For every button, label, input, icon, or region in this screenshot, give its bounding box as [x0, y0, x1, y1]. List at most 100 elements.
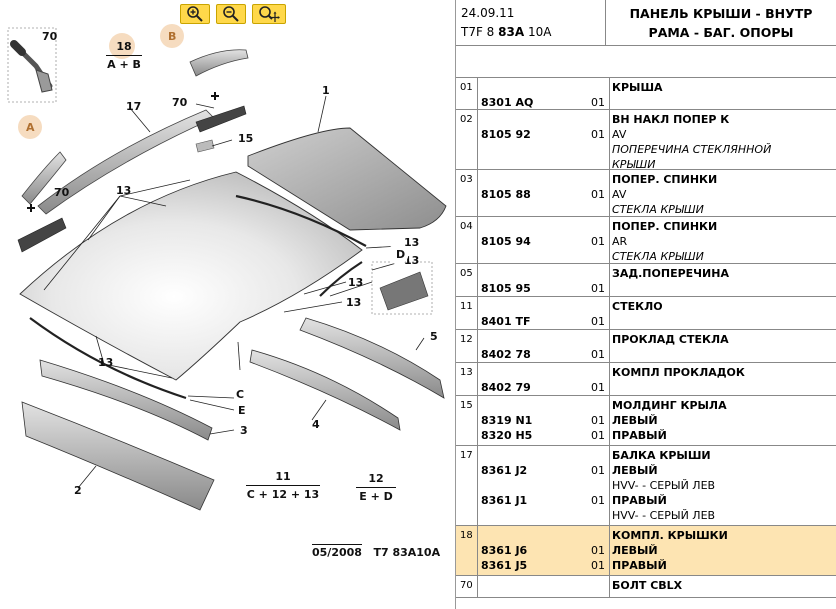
gasket-block-d: [371, 261, 433, 315]
part-reference[interactable]: 8105 92: [481, 128, 531, 141]
part-quantity: 01: [591, 96, 605, 109]
row-index: 05: [456, 264, 478, 296]
part-reference[interactable]: 8361 J1: [481, 494, 528, 507]
part-quantity: 01: [591, 414, 605, 427]
callout-3: 3: [240, 424, 248, 437]
description-line: СТЕКЛА КРЫШИ: [612, 203, 704, 216]
bolt-70-image: [7, 27, 57, 103]
stamp-code: T7 83A10A: [373, 546, 441, 559]
callout-70b: 70: [172, 96, 188, 109]
stamp-date: 05/2008: [312, 544, 362, 559]
row-index: 70: [456, 576, 478, 597]
row-index: 15: [456, 396, 478, 445]
part-quantity: 01: [591, 235, 605, 248]
callout-70a: 70: [42, 30, 58, 43]
row-description: ПРОКЛАД СТЕКЛА: [612, 330, 832, 347]
callout-e: E: [238, 404, 246, 417]
part-reference[interactable]: 8402 78: [481, 348, 531, 361]
zoom-out-button[interactable]: [216, 4, 246, 24]
description-line: ПРАВЫЙ: [612, 429, 667, 442]
part-reference[interactable]: 8320 H5: [481, 429, 533, 442]
crossmember-3: [39, 359, 213, 441]
description-line: ЛЕВЫЙ: [612, 544, 658, 557]
part-quantity: 01: [591, 544, 605, 557]
callout-17: 17: [126, 100, 141, 113]
cover-a: [21, 151, 67, 205]
row-index: 04: [456, 217, 478, 263]
diagram-stamp: 05/2008 T7 83A10A: [312, 544, 441, 559]
row-description: СТЕКЛО: [612, 297, 832, 314]
callout-1: 1: [322, 84, 330, 97]
row-index: 02: [456, 110, 478, 169]
description-line: ВН НАКЛ ПОПЕР К: [612, 113, 730, 126]
zoom-out-icon: [223, 6, 239, 22]
row-refs: 8401 TF: [478, 297, 610, 329]
part-reference[interactable]: 8361 J6: [481, 544, 528, 557]
crossmember-5: [299, 317, 445, 399]
part-reference[interactable]: 8361 J5: [481, 559, 528, 572]
header-meta: 24.09.11 T7F 8 83A 10A: [456, 0, 606, 46]
combo-11: 11 C + 12 + 13: [246, 470, 320, 501]
description-line: ЛЕВЫЙ: [612, 414, 658, 427]
zoom-in-button[interactable]: [180, 4, 210, 24]
row-refs: [478, 576, 610, 597]
description-line: КОМПЛ. КРЫШКИ: [612, 529, 728, 542]
part-reference[interactable]: 8105 94: [481, 235, 531, 248]
part-reference[interactable]: 8319 N1: [481, 414, 533, 427]
row-refs: 8105 92: [478, 110, 610, 169]
description-line: СТЕКЛА КРЫШИ: [612, 250, 704, 263]
description-line: AR: [612, 235, 628, 248]
header-date: 24.09.11: [461, 6, 515, 20]
combo-18: 18 A + B: [106, 40, 142, 71]
callout-13f: 13: [98, 356, 113, 369]
parts-header: 24.09.11 T7F 8 83A 10A ПАНЕЛЬ КРЫШИ - ВН…: [456, 0, 836, 46]
header-title: ПАНЕЛЬ КРЫШИ - ВНУТР РАМА - БАГ. ОПОРЫ: [629, 6, 813, 40]
part-reference[interactable]: 8402 79: [481, 381, 531, 394]
row-index: 17: [456, 446, 478, 525]
header-code: T7F 8 83A 10A: [461, 25, 552, 39]
part-reference[interactable]: 8361 J2: [481, 464, 528, 477]
part-quantity: 01: [591, 128, 605, 141]
row-refs: 8301 AQ: [478, 78, 610, 109]
callout-5: 5: [430, 330, 438, 343]
roof-exploded-drawing: 1 2 3 4 5 13 13 13 13 13 13 15 17 70 70 …: [7, 24, 447, 511]
part-reference[interactable]: 8105 88: [481, 188, 531, 201]
description-line: AV: [612, 188, 627, 201]
row-description: КРЫША: [612, 78, 832, 95]
header-spacer: [456, 46, 836, 78]
part-reference[interactable]: 8401 TF: [481, 315, 531, 328]
callout-70c: 70: [54, 186, 70, 199]
row-refs: 8105 95: [478, 264, 610, 296]
roof-panel-1: [247, 127, 447, 231]
zoom-pan-button[interactable]: [252, 4, 286, 24]
part-quantity: 01: [591, 464, 605, 477]
exploded-diagram-panel: 1 2 3 4 5 13 13 13 13 13 13 15 17 70 70 …: [7, 0, 456, 609]
part-quantity: 01: [591, 494, 605, 507]
part-reference[interactable]: 8105 95: [481, 282, 531, 295]
part-quantity: 01: [591, 188, 605, 201]
description-line: СТЕКЛО: [612, 300, 663, 313]
callout-13e: 13: [346, 296, 361, 309]
row-refs: 8361 J2 8361 J1: [478, 446, 610, 525]
description-line: ЛЕВЫЙ: [612, 464, 658, 477]
part-quantity: 01: [591, 348, 605, 361]
row-refs: 8402 78: [478, 330, 610, 362]
part-reference[interactable]: 8301 AQ: [481, 96, 534, 109]
crossmember-2: [21, 401, 215, 511]
